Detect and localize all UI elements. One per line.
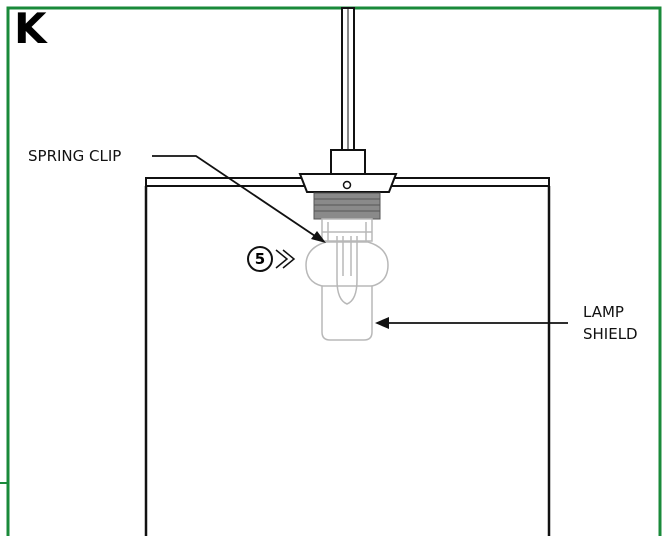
- panel-letter: K: [14, 4, 47, 53]
- lamp-shield: [305, 241, 389, 341]
- lamp-shield-label: LAMP SHIELD: [583, 301, 638, 345]
- socket-body: [321, 218, 373, 242]
- spring-clip-label: SPRING CLIP: [28, 147, 122, 165]
- lamp-shield-label-line-1: LAMP: [583, 303, 624, 321]
- set-screw: [342, 180, 352, 190]
- lamp-shield-label-line-2: SHIELD: [583, 325, 638, 343]
- step-circle: [247, 246, 273, 272]
- lamp-shield-arrowhead: [375, 317, 389, 329]
- spring-clip-leader: [152, 155, 319, 239]
- bulb: [336, 236, 358, 305]
- panel-border: [6, 6, 662, 536]
- thread-lines: [314, 198, 380, 212]
- rod-coupler: [330, 149, 366, 175]
- step-number: 5: [254, 250, 266, 268]
- spring-clip-arrowhead: [311, 231, 326, 243]
- threaded-neck: [313, 192, 381, 220]
- step-chevron: [275, 249, 289, 269]
- step-chevron-outer: [282, 249, 296, 269]
